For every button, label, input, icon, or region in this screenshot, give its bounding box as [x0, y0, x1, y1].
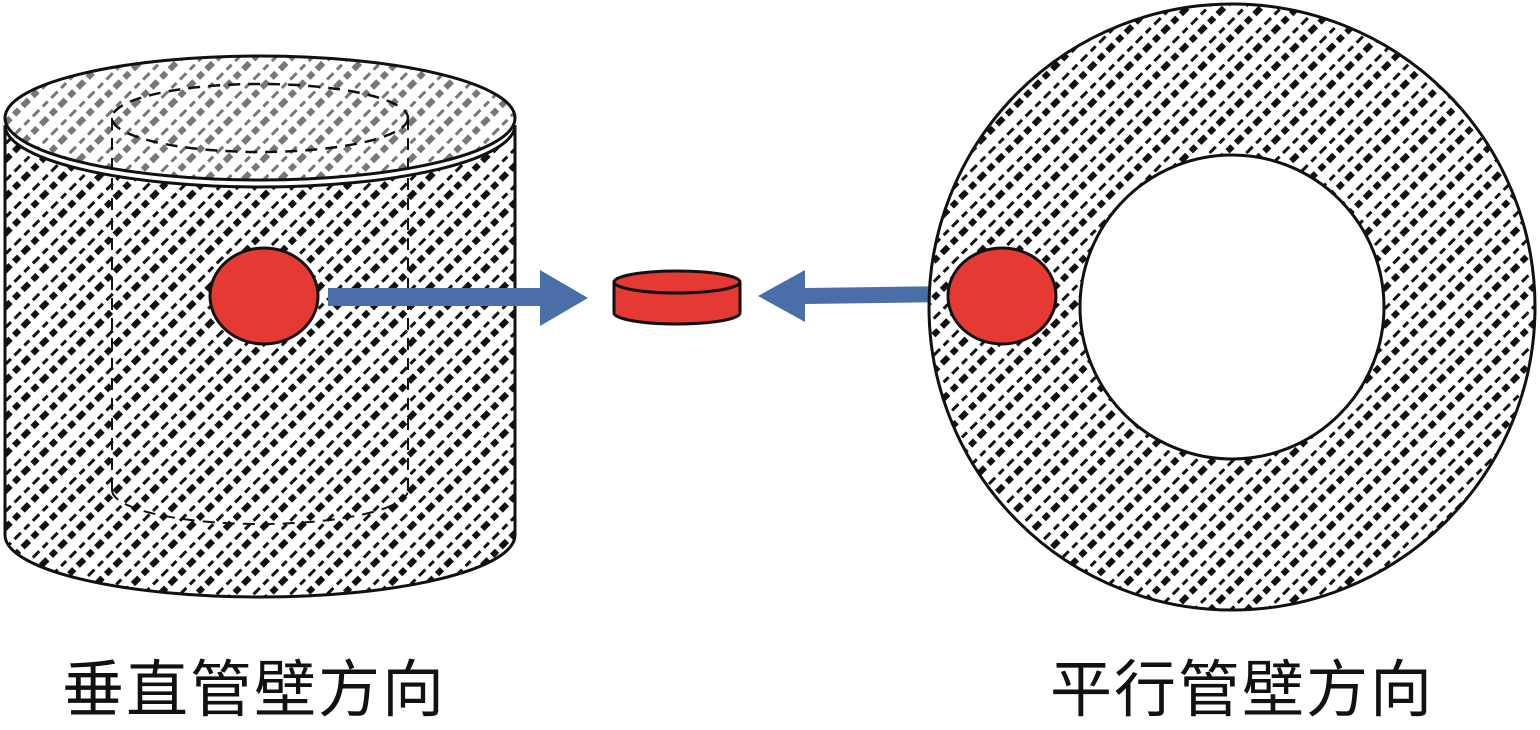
arrow-left: [758, 270, 950, 322]
sample-dot-left: [208, 246, 320, 346]
disk-top: [612, 269, 742, 295]
disk-sample: [612, 269, 742, 326]
caption-perpendicular: 垂直管壁方向: [62, 653, 447, 726]
sample-dot-right: [946, 246, 1058, 346]
cylinder-body: [3, 124, 517, 599]
cylinder-top-face: [3, 54, 517, 182]
caption-parallel: 平行管壁方向: [1050, 653, 1435, 726]
ring-cross-section: [927, 2, 1537, 612]
arrow-right: [328, 270, 588, 326]
cylinder-inner-bottom-edge: [111, 489, 409, 525]
ring-inner-hole: [1078, 153, 1386, 461]
hollow-cylinder: [3, 54, 517, 599]
